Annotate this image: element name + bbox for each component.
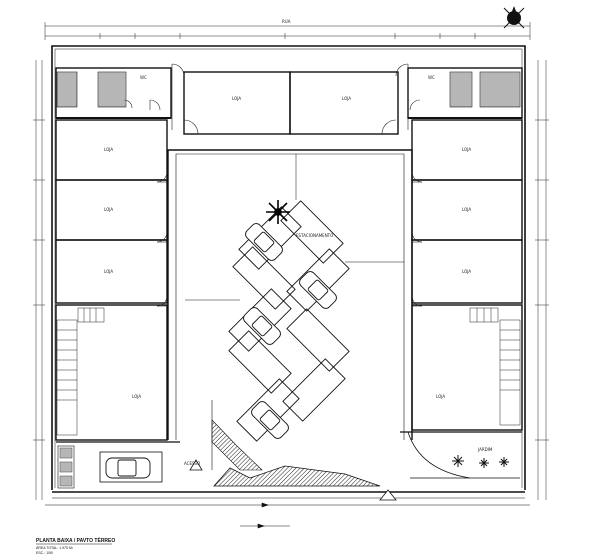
left-doors xyxy=(123,99,168,307)
right-wc-tile xyxy=(449,71,473,108)
right-wc2-tile xyxy=(479,71,521,108)
parking-stalls xyxy=(228,200,350,442)
north-compass-icon xyxy=(503,6,525,29)
right-stair xyxy=(469,307,521,426)
label-shop-left-4: LOJA xyxy=(132,394,142,399)
parked-cars xyxy=(105,223,337,479)
label-entrance: ACESSO xyxy=(184,461,201,466)
label-shop-left-1: LOJA xyxy=(104,147,114,152)
label-shop-top-1: LOJA xyxy=(232,96,242,101)
right-building xyxy=(407,67,523,431)
drawing-area: ÁREA TOTAL: 1.975 M² xyxy=(36,546,73,550)
palm-tree xyxy=(266,200,290,224)
left-wc-tile xyxy=(56,71,78,108)
top-center-shops xyxy=(183,71,399,135)
label-parking: ESTACIONAMENTO xyxy=(296,233,334,238)
garden-plants xyxy=(452,455,509,468)
label-shop-right-1: LOJA xyxy=(462,147,472,152)
parking-court xyxy=(167,149,413,440)
label-wc-right: WC xyxy=(428,75,435,80)
top-dimensions xyxy=(44,22,531,40)
label-shop-left-2: LOJA xyxy=(104,207,114,212)
right-dimensions xyxy=(535,60,549,500)
label-garden: JARDIM xyxy=(478,447,493,452)
front-area xyxy=(52,431,525,499)
label-wc-left: WC xyxy=(140,75,147,80)
entrance-ramp xyxy=(211,400,381,487)
drawing-title: PLANTA BAIXA / PAVTO TÉRREO xyxy=(36,538,116,544)
level-markers xyxy=(189,459,397,501)
left-dimensions xyxy=(33,60,45,500)
bottom-dimensions xyxy=(45,502,530,529)
label-shop-right-3: LOJA xyxy=(462,269,472,274)
lot-boundary xyxy=(51,45,526,490)
label-shop-left-3: LOJA xyxy=(104,269,114,274)
label-shop-right-4: LOJA xyxy=(436,394,446,399)
top-center-doors xyxy=(171,63,409,135)
label-street: RUA xyxy=(282,19,291,24)
label-shop-top-2: LOJA xyxy=(342,96,352,101)
label-shop-right-2: LOJA xyxy=(462,207,472,212)
drawing-scale: ESC.: 1/50 xyxy=(36,551,53,555)
left-wc2-tile xyxy=(97,71,127,108)
left-stair xyxy=(56,307,105,436)
left-building xyxy=(55,67,172,441)
